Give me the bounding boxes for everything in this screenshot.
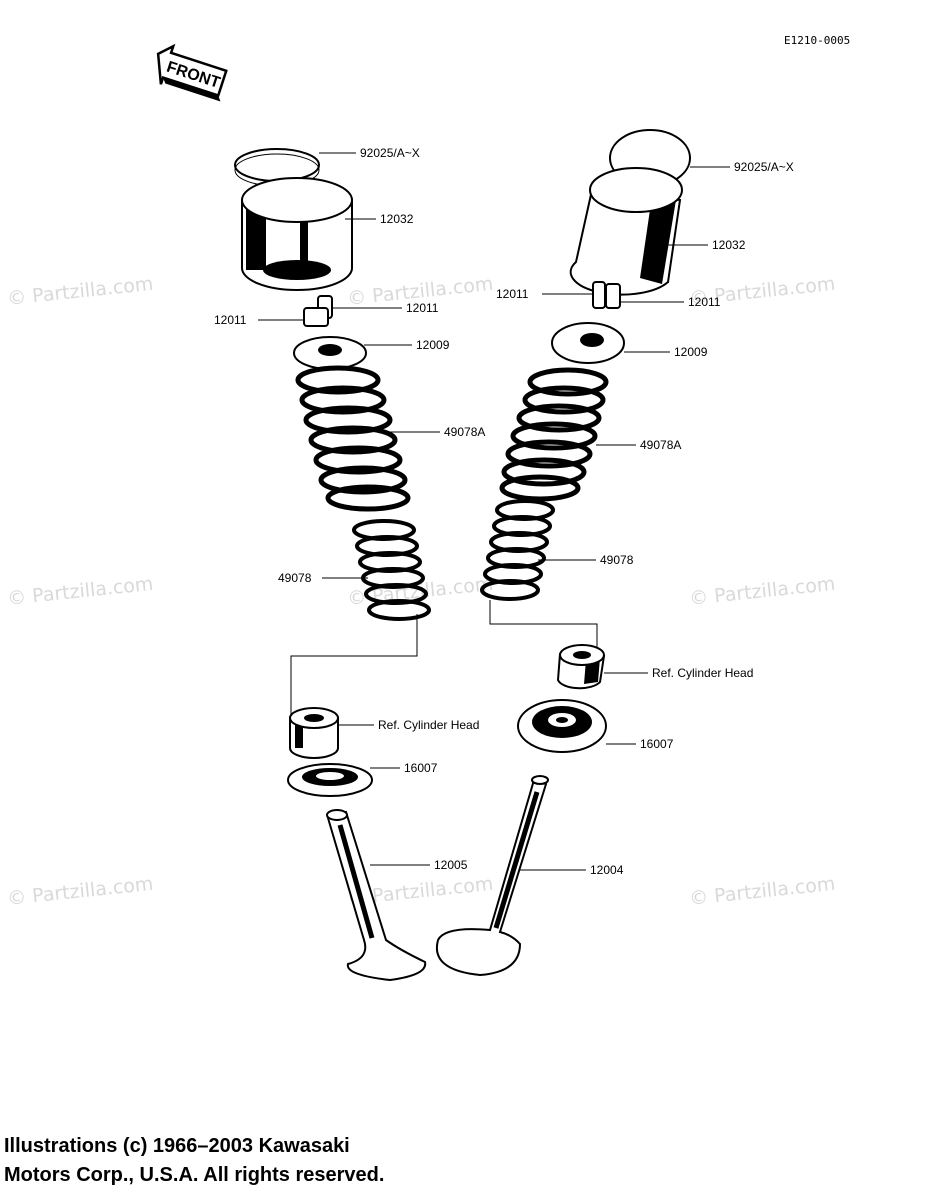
copyright-line-1: Illustrations (c) 1966–2003 Kawasaki	[4, 1135, 350, 1157]
front-arrow-icon: FRONT	[156, 43, 228, 102]
label-guide-right: Ref. Cylinder Head	[652, 666, 753, 680]
valve-intake	[435, 775, 549, 977]
label-inner-spring-left: 49078	[278, 571, 312, 585]
label-guide-left: Ref. Cylinder Head	[378, 718, 479, 732]
valve-seat-right	[517, 699, 607, 753]
keepers-right	[592, 281, 621, 309]
inner-spring-right	[480, 499, 555, 601]
watermark: © Partzilla.com	[688, 573, 836, 610]
label-keeper-left-a: 12011	[406, 301, 439, 315]
valve-guide-left	[289, 707, 339, 759]
axis-line-left	[290, 614, 418, 714]
retainer-right	[551, 322, 625, 364]
outer-spring-right	[499, 367, 609, 502]
valve-guide-right	[556, 644, 606, 690]
watermark: © Partzilla.com	[6, 273, 154, 310]
copyright-line-2: Motors Corp., U.S.A. All rights reserved…	[4, 1164, 385, 1186]
label-tappet-left: 12032	[380, 212, 414, 226]
label-outer-spring-left: 49078A	[444, 425, 485, 439]
label-inner-spring-right: 49078	[600, 553, 634, 567]
label-outer-spring-right: 49078A	[640, 438, 681, 452]
tappet-left	[241, 177, 353, 291]
valve-seat-left	[287, 763, 373, 797]
label-seat-right: 16007	[640, 737, 674, 751]
label-retainer-left: 12009	[416, 338, 450, 352]
label-keeper-left-b: 12011	[214, 313, 247, 327]
label-tappet-right: 12032	[712, 238, 746, 252]
label-valve-intake: 12004	[590, 863, 624, 877]
label-retainer-right: 12009	[674, 345, 708, 359]
retainer-left	[293, 336, 367, 370]
watermarks: © Partzilla.com © Partzilla.com © Partzi…	[6, 273, 836, 910]
diagram-code: E1210-0005	[784, 34, 850, 47]
label-valve-exhaust: 12005	[434, 858, 468, 872]
leader-lines	[258, 152, 730, 871]
axis-line-right	[489, 600, 598, 648]
copyright-notice: Illustrations (c) 1966–2003 Kawasaki Mot…	[4, 1132, 384, 1190]
label-shim-right: 92025/A~X	[734, 160, 794, 174]
outer-spring-left	[295, 365, 411, 512]
tappet-right	[569, 167, 683, 296]
valve-exhaust	[326, 809, 427, 982]
watermark: © Partzilla.com	[6, 873, 154, 910]
label-shim-left: 92025/A~X	[360, 146, 420, 160]
keepers-left	[303, 295, 333, 327]
watermark: © Partzilla.com	[6, 573, 154, 610]
label-seat-left: 16007	[404, 761, 438, 775]
label-keeper-right-b: 12011	[688, 295, 721, 309]
watermark: © Partzilla.com	[688, 873, 836, 910]
label-keeper-right-a: 12011	[496, 287, 529, 301]
